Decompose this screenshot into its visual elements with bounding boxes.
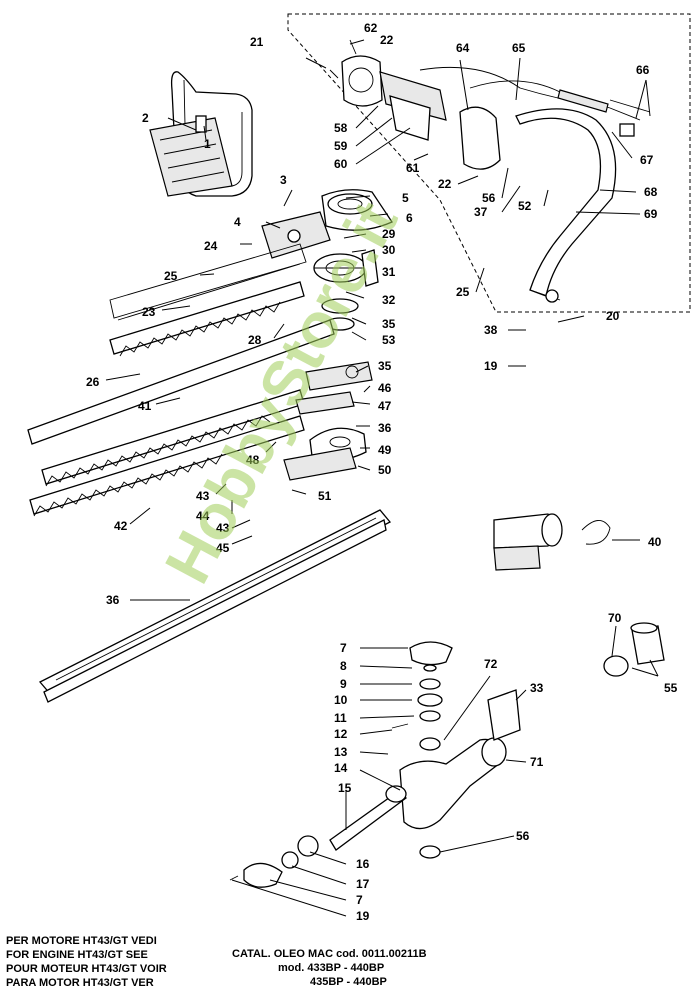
- callout-52: 52: [518, 199, 532, 213]
- callout-59: 59: [334, 139, 348, 153]
- gear-31: [313, 249, 379, 287]
- front-handle: [149, 71, 253, 197]
- callout-68: 68: [644, 185, 658, 199]
- callout-28: 28: [248, 333, 262, 347]
- callout-22a: 22: [380, 33, 394, 47]
- sleeve-bushing: [603, 622, 665, 677]
- lower-gearbox: [283, 391, 367, 481]
- callout-26: 26: [86, 375, 100, 389]
- callout-50: 50: [378, 463, 392, 477]
- callout-49: 49: [378, 443, 392, 457]
- callout-2: 2: [142, 111, 149, 125]
- callout-30: 30: [382, 243, 396, 257]
- note-line-it: PER MOTORE HT43/GT VEDI: [6, 935, 157, 947]
- throttle-assembly: [329, 39, 651, 170]
- callout-43b: 43: [216, 521, 230, 535]
- callout-44: 44: [196, 509, 210, 523]
- engine-reference-note: PER MOTORE HT43/GT VEDI FOR ENGINE HT43/…: [6, 934, 167, 990]
- callout-8: 8: [340, 659, 347, 673]
- callout-53: 53: [382, 333, 396, 347]
- callout-29: 29: [382, 227, 396, 241]
- callout-6: 6: [406, 211, 413, 225]
- callout-67: 67: [640, 153, 654, 167]
- callout-56b: 56: [516, 829, 530, 843]
- callout-5: 5: [402, 191, 409, 205]
- callout-58: 58: [334, 121, 348, 135]
- callout-62: 62: [364, 21, 378, 35]
- callout-48: 48: [246, 453, 260, 467]
- model-list-2: 435BP - 440BP: [310, 976, 387, 988]
- callout-12: 12: [334, 727, 348, 741]
- note-line-es: PARA MOTOR HT43/GT VER: [6, 977, 154, 989]
- callout-60: 60: [334, 157, 348, 171]
- callout-45: 45: [216, 541, 230, 555]
- blade-guard: [38, 509, 392, 703]
- callout-55: 55: [664, 681, 678, 695]
- callout-22b: 22: [438, 177, 452, 191]
- callout-25a: 25: [164, 269, 178, 283]
- callout-20: 20: [606, 309, 620, 323]
- callout-71: 71: [530, 755, 544, 769]
- callout-31: 31: [382, 265, 396, 279]
- callout-56a: 56: [482, 191, 496, 205]
- angle-drive-assembly: [229, 641, 521, 888]
- callout-64: 64: [456, 41, 470, 55]
- callout-15: 15: [338, 781, 352, 795]
- callout-35a: 35: [382, 317, 396, 331]
- callout-61: 61: [406, 161, 420, 175]
- note-line-en: FOR ENGINE HT43/GT SEE: [6, 949, 148, 961]
- callout-13: 13: [334, 745, 348, 759]
- callout-11: 11: [334, 711, 347, 725]
- callout-69: 69: [644, 207, 658, 221]
- callout-36b: 36: [378, 421, 392, 435]
- callout-25b: 25: [456, 285, 470, 299]
- callout-7b: 7: [356, 893, 363, 907]
- callout-19a: 19: [484, 359, 498, 373]
- leader-lines: [105, 39, 659, 917]
- rear-handle-tube: [515, 108, 617, 303]
- callout-32: 32: [382, 293, 396, 307]
- callout-24: 24: [204, 239, 218, 253]
- callout-38: 38: [484, 323, 498, 337]
- callout-16: 16: [356, 857, 370, 871]
- note-line-fr: POUR MOTEUR HT43/GT VOIR: [6, 963, 167, 975]
- catalog-code: CATAL. OLEO MAC cod. 0011.00211B: [232, 948, 427, 960]
- callout-9: 9: [340, 677, 347, 691]
- callout-70: 70: [608, 611, 622, 625]
- callout-21: 21: [250, 35, 264, 49]
- callout-66: 66: [636, 63, 650, 77]
- callout-41: 41: [138, 399, 152, 413]
- callout-51: 51: [318, 489, 332, 503]
- callout-19b: 19: [356, 909, 370, 923]
- callout-37: 37: [474, 205, 488, 219]
- callout-65: 65: [512, 41, 526, 55]
- assembly-boundary: [287, 13, 691, 313]
- upper-cutter-blade: [27, 243, 335, 445]
- callout-36: 36: [106, 593, 120, 607]
- callout-10: 10: [334, 693, 348, 707]
- catalog-info: CATAL. OLEO MAC cod. 0011.00211B mod. 43…: [232, 947, 427, 989]
- model-list-1: mod. 433BP - 440BP: [278, 962, 385, 974]
- callout-46: 46: [378, 381, 392, 395]
- callout-4: 4: [234, 215, 241, 229]
- callout-7a: 7: [340, 641, 347, 655]
- callout-72: 72: [484, 657, 498, 671]
- callout-3: 3: [280, 173, 287, 187]
- callout-17: 17: [356, 877, 370, 891]
- callout-23: 23: [142, 305, 156, 319]
- callout-33: 33: [530, 681, 544, 695]
- callout-35b: 35: [378, 359, 392, 373]
- bushings: [305, 298, 373, 391]
- callout-47: 47: [378, 399, 392, 413]
- callout-40: 40: [648, 535, 662, 549]
- callout-labels: 1 2 3 4 5 6 24 25 29 30 31 32 23 28 35 5…: [86, 21, 678, 923]
- callout-14: 14: [334, 761, 348, 775]
- callout-43a: 43: [196, 489, 210, 503]
- tube-coupling: [493, 513, 611, 571]
- gearbox-housing: [261, 189, 393, 259]
- callout-42: 42: [114, 519, 128, 533]
- callout-1: 1: [204, 137, 211, 151]
